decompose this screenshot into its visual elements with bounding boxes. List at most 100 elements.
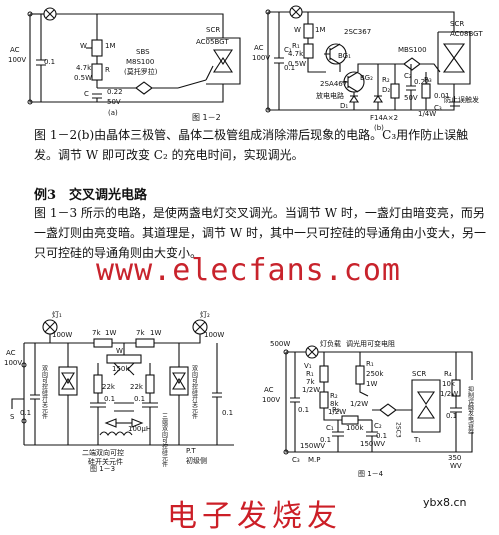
switch-label: S: [10, 413, 15, 421]
d1-label: D₁: [340, 102, 348, 110]
cap-value: 0.1: [298, 406, 309, 414]
rv-label: R₁: [366, 360, 374, 368]
resistor-label: R: [105, 66, 110, 74]
sbs-vendor: (莫托罗拉): [124, 67, 158, 76]
right-device-label: 双向可控硅开关元件: [191, 365, 198, 420]
r2-label: R₂: [330, 392, 338, 400]
c2-voltage: 150WV: [360, 440, 385, 448]
v1-label: V₁: [304, 362, 312, 370]
r4-label: R₄: [444, 370, 452, 378]
anti-trigger-label: 防止误触发: [444, 95, 479, 104]
scr-part: AC08BGT: [450, 30, 483, 38]
r2-value: 8k: [330, 400, 339, 408]
q2-part: 2SA467: [320, 80, 347, 88]
paragraph-figure-1-2: 图 1－2(b)由晶体三极管、晶体二极管组成消除滞后现象的电路。C₃用作防止误触…: [34, 128, 469, 162]
rv-watt: 1W: [366, 380, 377, 388]
scr-part: AC05BGT: [196, 38, 229, 46]
pt-label: P.T: [186, 447, 196, 455]
r3-watt: 1/4W: [418, 110, 436, 118]
dimmer-resistor-title: 调光用可变电阻: [346, 339, 395, 348]
c01-left: 0.1: [104, 395, 115, 403]
c2-label: C₂: [374, 422, 382, 430]
watermark-url: www.elecfans.com: [96, 253, 401, 288]
r1-watt: 0.5W: [288, 60, 306, 68]
c3-part: M.P: [308, 456, 321, 464]
circuit-figure-1-3: 灯₁ 100W 灯₂ 100W AC 100V 0.1 0.1 7k 1W 7k…: [4, 310, 234, 473]
c2-value: 0.1: [376, 432, 387, 440]
c3-label: C₃: [292, 456, 300, 464]
inductor-value: 100μH: [128, 425, 151, 433]
pot-label: W: [80, 42, 87, 50]
right-cap-value: 0.1: [222, 409, 233, 417]
q1-part: 2SC367: [344, 28, 371, 36]
cap-c-value: 0.22: [107, 88, 123, 96]
ac-label: AC: [10, 46, 20, 54]
r2-watt: 1/2W: [328, 408, 346, 416]
circuit-figure-1-2b: AC 100V C₁ 0.1 W 1M R₁ 4.7k 0.5W 2SC367 …: [252, 5, 483, 132]
cap-c-voltage: 50V: [107, 98, 121, 106]
bottom-device-label-1: 二端双向可控: [82, 448, 124, 457]
lamp-load-label: 灯负载: [320, 339, 341, 348]
rv-value: 250k: [366, 370, 384, 378]
r1w-left: 1W: [105, 329, 116, 337]
scr-label: SCR: [450, 20, 464, 28]
lamp1-watt: 100W: [52, 331, 72, 339]
scr-label: SCR: [206, 26, 220, 34]
discharge-label: 放电电路: [316, 91, 344, 100]
section-heading: 例3 交叉调光电路: [34, 188, 148, 203]
resistor-value: 4.7k: [76, 64, 92, 72]
pt-primary-label: 初级侧: [186, 456, 207, 465]
r3-value: 100k: [346, 424, 364, 432]
middle-device-label: 三端双向可控硅元件: [161, 413, 168, 468]
c3-label: C₃: [434, 104, 442, 112]
resistor-watt: 0.5W: [74, 74, 92, 82]
lamp2-label: 灯₂: [200, 310, 210, 319]
c3b-voltage: 350: [448, 454, 461, 462]
r3-label: R₃: [332, 406, 340, 414]
r1-watt: 1/2W: [302, 386, 320, 394]
r22k-left: 22k: [102, 383, 116, 391]
ac-label: AC: [6, 349, 16, 357]
anti-trigger-cap-label: 抑制误触发电容器: [467, 385, 474, 435]
cap-label: C: [84, 90, 89, 98]
ac-voltage: 100V: [4, 359, 22, 367]
d2-label: D₂: [382, 86, 390, 94]
figure-caption-1-2: 图 1－2: [192, 113, 221, 122]
pot-value: 1M: [315, 26, 326, 34]
figure-caption-1-3: 图 1－3: [90, 465, 115, 473]
c3-value: 0.01: [434, 92, 450, 100]
load-watt: 500W: [270, 340, 290, 348]
r1-label: R₁: [306, 370, 314, 378]
diodes-part: F14A×2: [370, 114, 398, 122]
corner-watermark: ybx8.cn: [423, 496, 467, 509]
r7k-right: 7k: [136, 329, 145, 337]
c2-label: C₂: [404, 72, 412, 80]
c1-value: 0.1: [284, 64, 295, 72]
c1-value: 0.1: [320, 436, 331, 444]
lamp2-watt: 100W: [204, 331, 224, 339]
c2-value: 0.22: [414, 78, 430, 86]
ac-label: AC: [264, 386, 274, 394]
scr-label: SCR: [412, 370, 426, 378]
r1w-right: 1W: [150, 329, 161, 337]
c3b-value: 0.1: [446, 412, 457, 420]
r3-watt: 1/2W: [350, 400, 368, 408]
left-cap-value: 0.1: [20, 409, 31, 417]
cap-value: 0.1: [44, 58, 55, 66]
bg1-label: BG₁: [338, 52, 351, 60]
pot-label: W: [116, 347, 123, 355]
figure-caption-1-4: 图 1－4: [358, 470, 384, 478]
sbs-part: M8S100: [126, 58, 154, 66]
pot-value: 150k: [112, 365, 130, 373]
c2-voltage: 50V: [404, 94, 418, 102]
lamp1-label: 灯₁: [52, 310, 62, 319]
r2-label: R₂: [382, 76, 390, 84]
r3-label: R₃: [424, 76, 432, 84]
t1-label: T₁: [413, 436, 421, 444]
pot-value: 1M: [105, 42, 116, 50]
sbs-label: SBS: [136, 48, 150, 56]
ac-label: AC: [254, 44, 264, 52]
c3-value: 150WV: [300, 442, 325, 450]
r1-value: 7k: [306, 378, 315, 386]
subfig-a-label: (a): [108, 109, 118, 117]
